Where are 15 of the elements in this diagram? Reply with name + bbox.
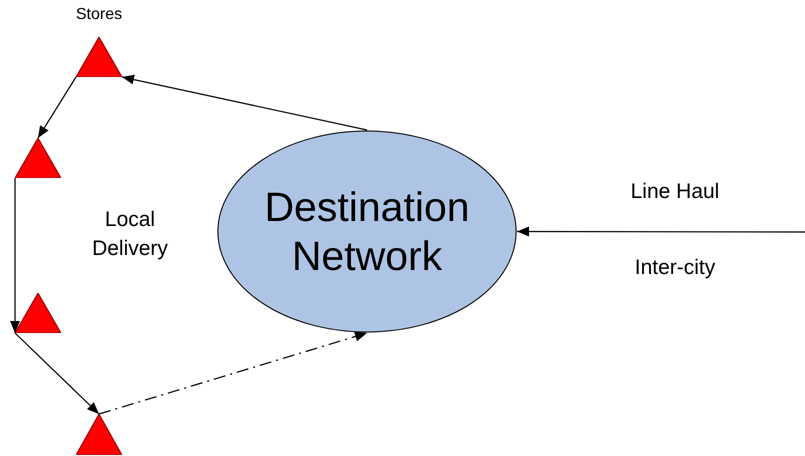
arrow (38, 76, 76, 138)
store-triangle (15, 293, 61, 333)
text-label: Local Delivery (91, 207, 169, 262)
arrow (517, 226, 805, 237)
node-caption: Stores (74, 6, 124, 24)
arrow (10, 178, 20, 333)
store-triangle (76, 414, 122, 455)
store-triangle (76, 37, 122, 77)
arrow (14, 332, 100, 414)
store-triangle (15, 138, 61, 178)
text-label: Inter-city (634, 255, 716, 281)
network-ellipse (217, 130, 517, 333)
arrow (122, 74, 368, 131)
arrow (98, 332, 368, 415)
node-label: Destination Network (263, 182, 471, 280)
